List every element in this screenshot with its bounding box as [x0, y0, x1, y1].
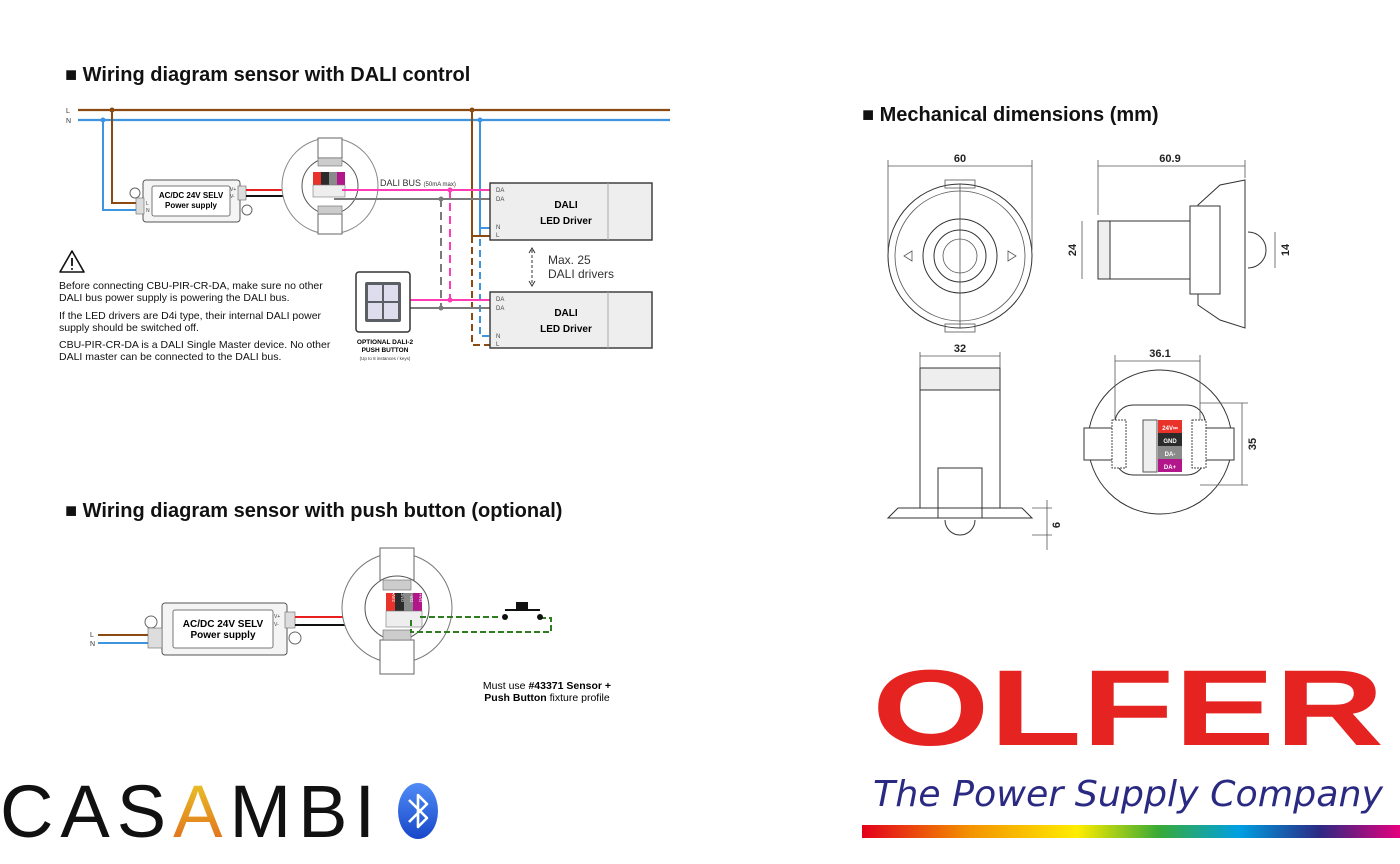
terminal-24v: 24V⎓: [391, 590, 396, 602]
driver2-live-tap: [471, 236, 490, 346]
push-button-caption2: PUSH BUTTON: [362, 347, 409, 354]
mechanical-drawings: 60 60.9 24 14 32: [886, 153, 1292, 550]
dim-body-width: 32: [954, 343, 966, 355]
back-terminal-gnd: GND: [1163, 439, 1177, 445]
terminal-gnd: GND: [400, 591, 405, 602]
warning-text-2: DALI bus power supply is powering the DA…: [59, 292, 290, 304]
push-psu-out-plus: V+: [274, 614, 280, 620]
power-supply-unit: AC/DC 24V SELV Power supply L N V+ V-: [129, 179, 253, 223]
driver2-label-line1: DALI: [554, 308, 578, 319]
warning-text-6: DALI master can be connected to the DALI…: [59, 351, 281, 363]
push-button-caption3: (Up to 8 instances / keys): [360, 356, 411, 361]
warning-text-1: Before connecting CBU-PIR-CR-DA, make su…: [59, 280, 323, 292]
olfer-wordmark: OLFER: [872, 647, 1384, 768]
push-sensor-top-view: 24V⎓ GND DA- DA+: [341, 547, 453, 675]
dim-lens-height: 14: [1280, 243, 1292, 256]
dali-wiring-title: ■ Wiring diagram sensor with DALI contro…: [65, 64, 470, 86]
max-drivers-line1: Max. 25: [548, 253, 591, 267]
terminal-da-plus: DA+: [418, 593, 423, 602]
mechanical-title: ■ Mechanical dimensions (mm): [862, 104, 1159, 126]
back-view: 24V⎓ GND DA- DA+ 36.1 35: [1083, 348, 1259, 515]
back-terminal-24v: 24V⎓: [1162, 426, 1178, 432]
push-psu-line1: AC/DC 24V SELV: [183, 619, 264, 630]
push-power-supply-unit: AC/DC 24V SELV Power supply V+ V-: [144, 602, 302, 656]
driver2-label-line2: LED Driver: [540, 324, 592, 335]
dim-flange: 6: [1051, 522, 1063, 528]
driver1-label-line2: LED Driver: [540, 216, 592, 227]
optional-push-button: OPTIONAL DALI-2 PUSH BUTTON (Up to 8 ins…: [355, 271, 414, 361]
sensor-top-view: [281, 137, 379, 235]
warning-icon: [59, 250, 85, 273]
driver1-terminal-da: DA: [496, 197, 504, 203]
warning-text-3: If the LED drivers are D4i type, their i…: [59, 310, 322, 322]
psu-neutral-tap: [102, 120, 140, 211]
side-view: 60.9 24 14: [1067, 153, 1292, 329]
dim-clip-width: 36.1: [1149, 348, 1170, 360]
casambi-logo: CASAMBI: [0, 770, 438, 853]
dali-bus-label: DALI BUS (50mA max): [380, 178, 456, 188]
max-drivers-line2: DALI drivers: [548, 267, 614, 281]
warning-text-4: supply should be switched off.: [59, 322, 199, 334]
terminal-da-minus: DA-: [409, 594, 414, 602]
driver1-terminal-l: L: [496, 233, 500, 239]
dim-side-height: 24: [1067, 243, 1079, 256]
olfer-rainbow-bar: [862, 825, 1400, 838]
front-view: 60: [887, 153, 1033, 333]
push-button-caption1: OPTIONAL DALI-2: [357, 339, 414, 346]
driver1-terminal-n: N: [496, 225, 500, 231]
dali-led-driver-1: DA DA N L DALI LED Driver: [489, 182, 653, 241]
push-note-line1: Must use #43371 Sensor +: [483, 680, 611, 692]
driver1-terminal-da: DA: [496, 188, 504, 194]
psu-out-plus: V+: [230, 187, 236, 193]
back-terminal-da-plus: DA+: [1164, 465, 1177, 471]
push-button-wiring-diagram: L N AC/DC 24V SELV Power supply V+ V- 24…: [90, 547, 611, 704]
olfer-tagline: The Power Supply Company: [873, 774, 1384, 815]
psu-out-minus: V-: [230, 194, 235, 200]
olfer-logo: OLFER The Power Supply Company: [862, 647, 1400, 838]
push-l-label: L: [90, 632, 94, 639]
driver2-terminal-n: N: [496, 334, 500, 340]
driver2-neutral-tap: [479, 228, 490, 337]
back-terminal-da-minus: DA-: [1165, 452, 1176, 458]
dali-led-driver-2: DA DA N L DALI LED Driver: [489, 291, 653, 349]
push-psu-out-minus: V-: [274, 622, 279, 628]
psu-live-tap: [111, 110, 140, 204]
push-note-line2: Push Button fixture profile: [484, 692, 610, 704]
dim-back-height: 35: [1247, 438, 1259, 450]
mains-l-label: L: [66, 108, 70, 115]
driver2-terminal-da: DA: [496, 306, 504, 312]
psu-in-n: N: [146, 208, 150, 214]
body-view: 32 6: [886, 343, 1063, 550]
dim-side-length: 60.9: [1159, 153, 1180, 165]
driver2-terminal-l: L: [496, 342, 500, 348]
mains-n-label: N: [66, 118, 71, 125]
push-n-label: N: [90, 641, 95, 648]
dim-front-width: 60: [954, 153, 966, 165]
dali-wiring-diagram: L N AC/DC 24V SELV Power supply L N V+ V…: [59, 107, 670, 363]
psu-label-line1: AC/DC 24V SELV: [159, 191, 224, 200]
driver1-neutral-tap: [479, 120, 490, 229]
psu-in-l: L: [146, 201, 149, 207]
warning-text-5: CBU-PIR-CR-DA is a DALI Single Master de…: [59, 339, 331, 351]
psu-label-line2: Power supply: [165, 201, 218, 210]
bluetooth-icon: [398, 783, 438, 839]
driver1-label-line1: DALI: [554, 200, 578, 211]
push-button-switch: [502, 602, 543, 620]
push-wiring-title: ■ Wiring diagram sensor with push button…: [65, 500, 562, 522]
driver2-terminal-da: DA: [496, 297, 504, 303]
casambi-wordmark: CASAMBI: [0, 770, 375, 853]
push-psu-line2: Power supply: [190, 630, 255, 641]
